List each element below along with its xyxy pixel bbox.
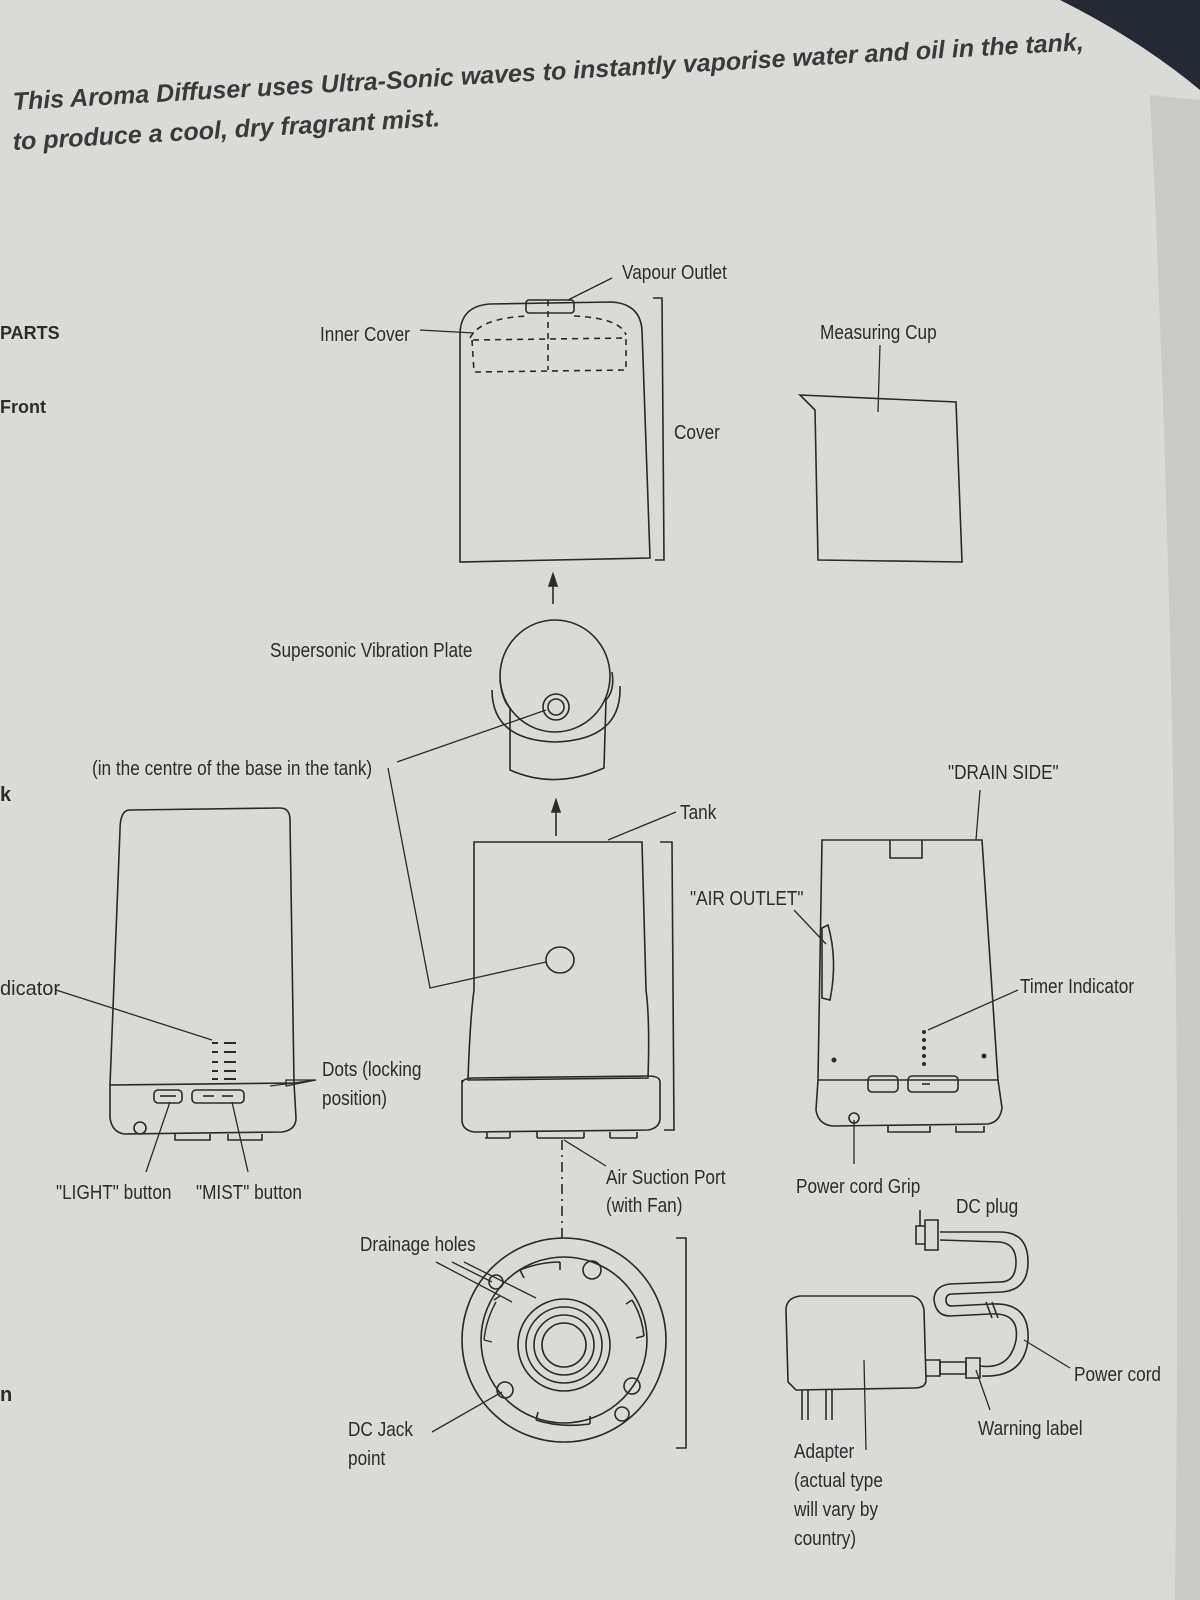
label-tank: Tank <box>680 802 717 824</box>
label-light-button: "LIGHT" button <box>56 1182 172 1204</box>
label-warning-label: Warning label <box>978 1418 1083 1440</box>
assembly-arrows <box>549 574 562 1238</box>
label-dc-plug: DC plug <box>956 1196 1019 1218</box>
label-air-suction: Air Suction Port (with Fan) <box>606 1167 726 1217</box>
label-power-cord: Power cord <box>1074 1364 1161 1386</box>
label-measuring-cup: Measuring Cup <box>820 322 937 344</box>
margin-back: k <box>0 784 12 806</box>
label-cover: Cover <box>674 422 720 444</box>
label-dc-jack: DC Jack point <box>348 1419 413 1470</box>
adapter-part <box>786 1210 1028 1420</box>
margin-parts: PARTS <box>0 323 60 343</box>
back-unit-part <box>110 808 296 1140</box>
margin-front: Front <box>0 397 46 417</box>
leader-lines <box>56 278 1070 1450</box>
label-air-outlet: "AIR OUTLET" <box>690 888 804 910</box>
label-centre-base: (in the centre of the base in the tank) <box>92 758 373 780</box>
label-power-cord-grip: Power cord Grip <box>796 1176 921 1198</box>
label-inner-cover: Inner Cover <box>320 324 410 346</box>
base-bottom-part <box>462 1238 686 1448</box>
vibration-plate-part <box>492 620 620 780</box>
margin-indicator: dicator <box>0 978 61 1000</box>
tank-part <box>462 842 674 1138</box>
measuring-cup-part <box>800 395 962 562</box>
label-dots-locking: Dots (locking position) <box>322 1059 422 1110</box>
label-drain-side: "DRAIN SIDE" <box>948 762 1059 784</box>
label-supersonic-plate: Supersonic Vibration Plate <box>270 640 473 662</box>
label-adapter: Adapter (actual type will vary by countr… <box>794 1441 883 1550</box>
margin-bottom: n <box>0 1384 13 1406</box>
label-drainage-holes: Drainage holes <box>360 1234 476 1256</box>
cover-part <box>460 298 664 562</box>
label-timer-indicator: Timer Indicator <box>1020 976 1135 998</box>
label-mist-button: "MIST" button <box>196 1182 302 1204</box>
label-vapour-outlet: Vapour Outlet <box>622 262 727 284</box>
side-unit-part <box>816 840 1002 1132</box>
